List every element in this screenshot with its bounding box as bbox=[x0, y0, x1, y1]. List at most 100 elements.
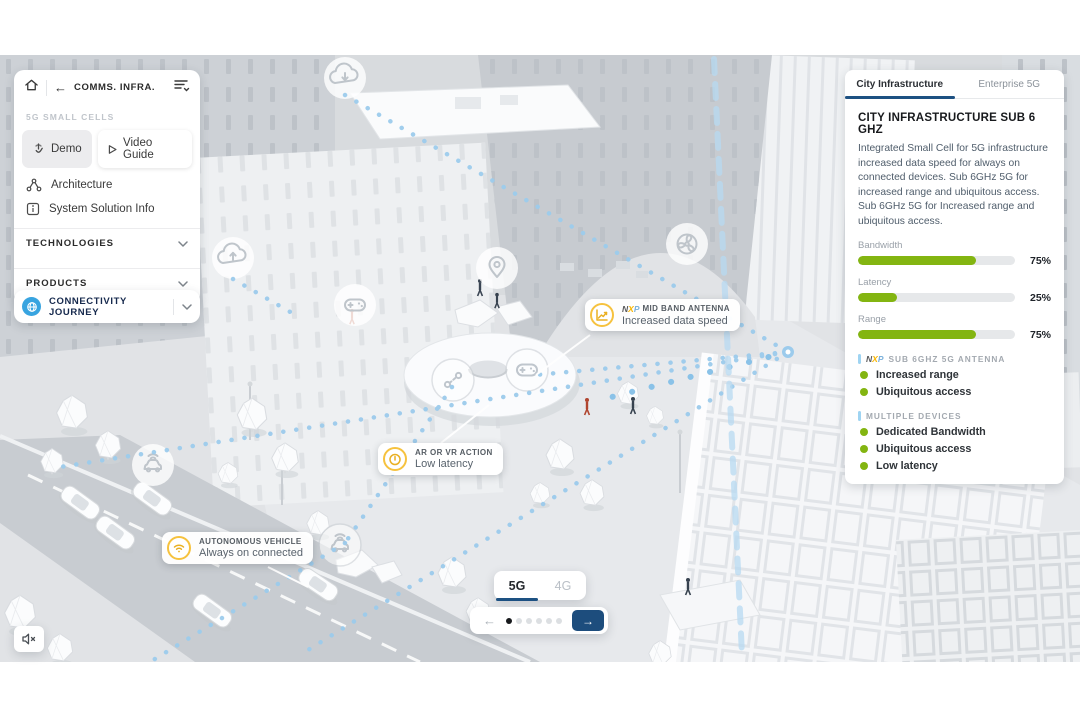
bullet-dot bbox=[860, 444, 868, 453]
feature-item: Ubiquitous access bbox=[845, 438, 1064, 455]
sidebar-header: ← COMMS. INFRA. bbox=[14, 70, 200, 104]
chart-increase-icon bbox=[590, 303, 614, 327]
progress-range: Range 75% bbox=[858, 313, 1051, 341]
callout-title: AR OR VR ACTION bbox=[415, 448, 493, 457]
divider bbox=[14, 228, 200, 229]
toggle-5g[interactable]: 5G bbox=[494, 571, 540, 601]
tab-city-infrastructure[interactable]: City Infrastructure bbox=[845, 70, 955, 99]
wifi-icon bbox=[167, 536, 191, 560]
bullet-dot bbox=[860, 370, 868, 379]
section-accent-bar bbox=[858, 353, 861, 364]
info-panel: City Infrastructure Enterprise 5G CITY I… bbox=[845, 70, 1064, 484]
mute-button[interactable] bbox=[14, 626, 44, 652]
callout-subtitle: Increased data speed bbox=[622, 314, 728, 327]
panel-title: CITY INFRASTRUCTURE SUB 6 GHZ bbox=[858, 112, 1036, 136]
speaker-muted-icon bbox=[22, 633, 36, 645]
feature-item: Ubiquitous access bbox=[845, 381, 1064, 398]
progress-value: 75% bbox=[1029, 254, 1051, 267]
divider bbox=[173, 298, 174, 315]
toggle-4g[interactable]: 4G bbox=[554, 578, 572, 593]
callout-subtitle: Low latency bbox=[415, 458, 474, 470]
carousel-dot[interactable] bbox=[526, 617, 532, 624]
cloud-download-icon[interactable] bbox=[324, 57, 366, 99]
progress-fill bbox=[858, 256, 976, 266]
gauge-icon bbox=[383, 447, 407, 471]
architecture-icon bbox=[26, 178, 42, 192]
location-pin-icon[interactable] bbox=[476, 247, 518, 289]
antenna-hub bbox=[782, 346, 794, 358]
callout-ar-vr-action[interactable]: AR OR VR ACTION Low latency bbox=[378, 443, 503, 475]
connection-lines bbox=[57, 92, 791, 662]
panel-description: Integrated Small Cell for 5G infrastruct… bbox=[858, 143, 1048, 228]
progress-value: 75% bbox=[1029, 328, 1051, 341]
progress-fill bbox=[858, 330, 976, 340]
section-antenna: NXP SUB 6GHZ 5G ANTENNA bbox=[845, 341, 1064, 364]
tab-enterprise-5g[interactable]: Enterprise 5G bbox=[978, 79, 1041, 90]
video-guide-button[interactable]: Video Guide bbox=[97, 130, 192, 168]
chevron-down-icon bbox=[178, 280, 188, 287]
connectivity-journey-label: CONNECTIVITY JOURNEY bbox=[49, 295, 127, 318]
chevron-down-icon[interactable] bbox=[182, 303, 192, 310]
carousel-dots bbox=[496, 617, 572, 624]
gamepad-icon[interactable] bbox=[334, 284, 376, 326]
home-icon[interactable] bbox=[24, 78, 39, 97]
network-toggle: 5G 4G bbox=[494, 571, 586, 601]
feature-item: Dedicated Bandwidth bbox=[845, 421, 1064, 438]
previous-arrow-button[interactable]: ← bbox=[483, 613, 496, 628]
carousel-dot[interactable] bbox=[506, 617, 512, 624]
progress-fill bbox=[858, 293, 898, 303]
sidebar-item-architecture[interactable]: Architecture bbox=[14, 170, 200, 194]
section-label: SUB 6GHZ 5G ANTENNA bbox=[888, 353, 1006, 364]
sidebar-group-technologies[interactable]: TECHNOLOGIES bbox=[14, 229, 200, 258]
car-wifi-icon[interactable] bbox=[318, 523, 362, 567]
progress-track bbox=[858, 293, 1015, 303]
carousel-dot[interactable] bbox=[546, 617, 552, 624]
section-label: MULTIPLE DEVICES bbox=[866, 410, 962, 421]
callout-title: NXP MID BAND ANTENNA bbox=[622, 303, 730, 314]
nxp-logo: NXP bbox=[622, 303, 640, 314]
back-arrow-icon[interactable]: ← bbox=[54, 80, 67, 95]
tap-icon bbox=[35, 143, 43, 153]
demo-button[interactable]: Demo bbox=[22, 130, 92, 168]
sidebar-title: COMMS. INFRA. bbox=[74, 82, 156, 93]
carousel-dot[interactable] bbox=[516, 617, 522, 624]
section-accent-bar bbox=[858, 410, 861, 421]
bullet-dot bbox=[860, 461, 868, 470]
sidebar-section-label: 5G SMALL CELLS bbox=[26, 112, 115, 122]
callout-subtitle: Always on connected bbox=[199, 547, 303, 559]
carousel-controls: ← → bbox=[470, 607, 608, 634]
callout-mid-band-antenna[interactable]: NXP MID BAND ANTENNA Increased data spee… bbox=[585, 299, 740, 331]
divider bbox=[14, 268, 200, 269]
carousel-dot[interactable] bbox=[536, 617, 542, 624]
progress-latency: Latency 25% bbox=[858, 276, 1051, 304]
carousel-dot[interactable] bbox=[556, 617, 562, 624]
sidebar-item-system-solution[interactable]: System Solution Info bbox=[14, 194, 200, 218]
antenna-fan-icon[interactable] bbox=[666, 223, 708, 265]
feature-item: Low latency bbox=[845, 455, 1064, 472]
callout-title: AUTONOMOUS VEHICLE bbox=[199, 537, 302, 546]
chevron-down-icon bbox=[178, 240, 188, 247]
gamepad-icon[interactable] bbox=[505, 348, 549, 392]
progress-track bbox=[858, 256, 1015, 266]
nxp-logo: NXP bbox=[866, 353, 884, 364]
info-panel-tabs: City Infrastructure Enterprise 5G bbox=[845, 70, 1064, 99]
section-multiple-devices: MULTIPLE DEVICES bbox=[845, 398, 1064, 421]
next-arrow-button[interactable]: → bbox=[572, 610, 604, 631]
progress-bandwidth: Bandwidth 75% bbox=[858, 239, 1051, 267]
progress-track bbox=[858, 330, 1015, 340]
central-plaza-disc bbox=[403, 332, 580, 426]
sidebar-panel: ← COMMS. INFRA. 5G SMALL CELLS Demo Vide… bbox=[14, 70, 200, 304]
filter-menu-icon[interactable] bbox=[174, 79, 190, 97]
divider bbox=[46, 79, 47, 96]
callout-autonomous-vehicle[interactable]: AUTONOMOUS VEHICLE Always on connected bbox=[162, 532, 313, 564]
feature-item: Increased range bbox=[845, 364, 1064, 381]
play-icon bbox=[108, 144, 117, 154]
bullet-dot bbox=[860, 387, 868, 396]
route-icon[interactable] bbox=[431, 358, 475, 402]
cloud-upload-icon[interactable] bbox=[212, 237, 254, 279]
connectivity-journey-button[interactable]: CONNECTIVITY JOURNEY bbox=[14, 290, 200, 323]
globe-icon bbox=[22, 297, 41, 316]
bullet-dot bbox=[860, 427, 868, 436]
sidebar-group-products[interactable]: PRODUCTS bbox=[14, 269, 200, 298]
